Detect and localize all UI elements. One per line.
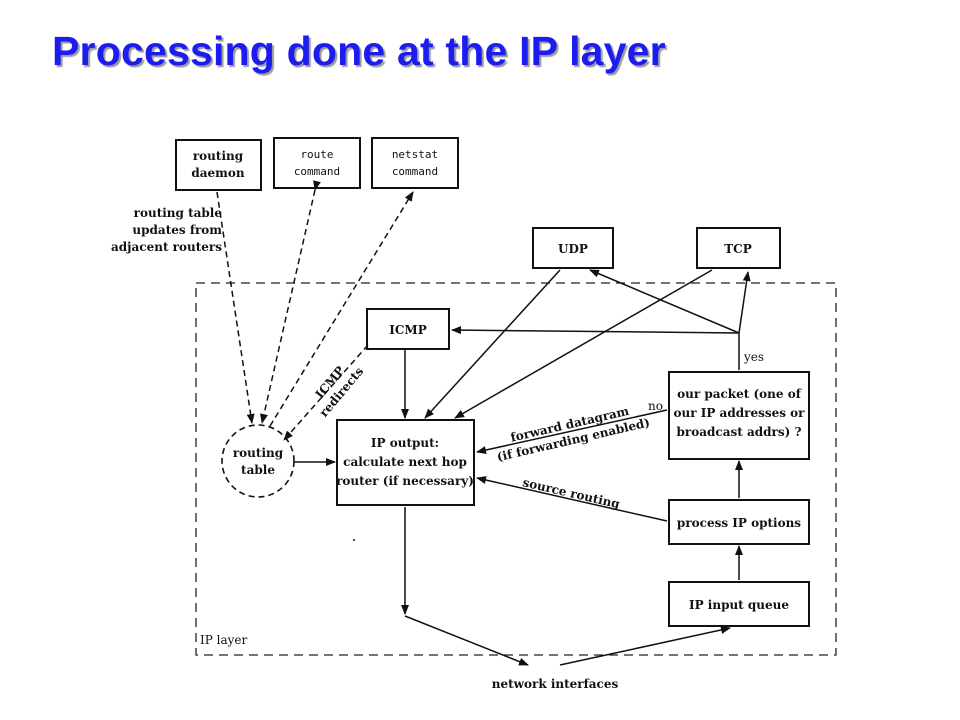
arrow-forward-datagram — [476, 409, 668, 454]
arrow-icmp-redirect — [283, 344, 369, 441]
yes-label: yes — [743, 350, 764, 364]
routing-table-line2: table — [241, 463, 275, 477]
forward-datagram-label: forward datagram (if forwarding enabled) — [496, 404, 652, 465]
arrow-to-icmp — [451, 326, 740, 335]
arrow-daemon-to-table — [216, 191, 255, 424]
netstat-command-line2: command — [392, 165, 438, 178]
netstat-command-box: netstat command — [371, 137, 459, 189]
route-command-line1: route — [300, 148, 333, 161]
icmp-box: ICMP — [366, 308, 450, 350]
routing-table-node: routing table — [221, 424, 295, 498]
arrow-to-tcp — [738, 271, 751, 334]
arrow-udp-to-ipoutput — [424, 269, 561, 419]
ip-output-line3: router (if necessary) — [336, 474, 474, 488]
our-packet-box: our packet (one of our IP addresses or b… — [668, 371, 810, 460]
network-interfaces-label: network interfaces — [492, 677, 619, 691]
tcp-box: TCP — [696, 227, 781, 269]
ip-output-line1: IP output: — [371, 436, 439, 450]
routing-daemon-box: routing daemon — [175, 139, 262, 191]
routing-daemon-line2: daemon — [191, 166, 245, 180]
arrow-route-to-table — [260, 180, 321, 424]
our-packet-line2: our IP addresses or — [674, 406, 806, 420]
our-packet-line1: our packet (one of — [677, 387, 802, 401]
icmp-label: ICMP — [389, 323, 426, 337]
stray-dot — [353, 539, 355, 541]
routing-table-line1: routing — [233, 446, 284, 460]
routing-table-updates-label: routing table updates from adjacent rout… — [111, 206, 222, 254]
slide-title: Processing done at the IP layer — [52, 28, 666, 74]
routing-table-updates-line3: adjacent routers — [111, 240, 222, 254]
arrow-to-udp — [589, 269, 740, 334]
our-packet-line3: broadcast addrs) ? — [677, 425, 802, 439]
no-label: no — [648, 399, 663, 413]
routing-table-updates-line2: updates from — [132, 223, 222, 237]
ip-output-box: IP output: calculate next hop router (if… — [336, 419, 475, 506]
process-ip-options-label: process IP options — [677, 516, 801, 530]
arrow-tcp-to-ipoutput — [454, 269, 713, 419]
arrow-network-to-queue — [559, 626, 731, 666]
process-ip-options-box: process IP options — [668, 499, 810, 545]
netstat-command-line1: netstat — [392, 148, 438, 161]
ip-output-line2: calculate next hop — [343, 455, 467, 469]
route-command-line2: command — [294, 165, 340, 178]
routing-table-updates-line1: routing table — [134, 206, 223, 220]
arrow-source-routing — [476, 476, 668, 522]
arrow-table-to-netstat — [269, 191, 414, 427]
ip-layer-label: IP layer — [200, 633, 248, 647]
tcp-label: TCP — [724, 242, 752, 256]
udp-box: UDP — [532, 227, 614, 269]
routing-daemon-line1: routing — [193, 149, 244, 163]
ip-input-queue-box: IP input queue — [668, 581, 810, 627]
icmp-redirects-label: ICMP redirects — [313, 364, 367, 420]
udp-label: UDP — [558, 242, 588, 256]
route-command-box: route command — [273, 137, 361, 189]
arrow-to-network-interfaces — [404, 615, 529, 666]
ip-input-queue-label: IP input queue — [689, 598, 789, 612]
ip-layer-boundary — [195, 282, 837, 656]
source-routing-label: source routing — [521, 475, 621, 511]
